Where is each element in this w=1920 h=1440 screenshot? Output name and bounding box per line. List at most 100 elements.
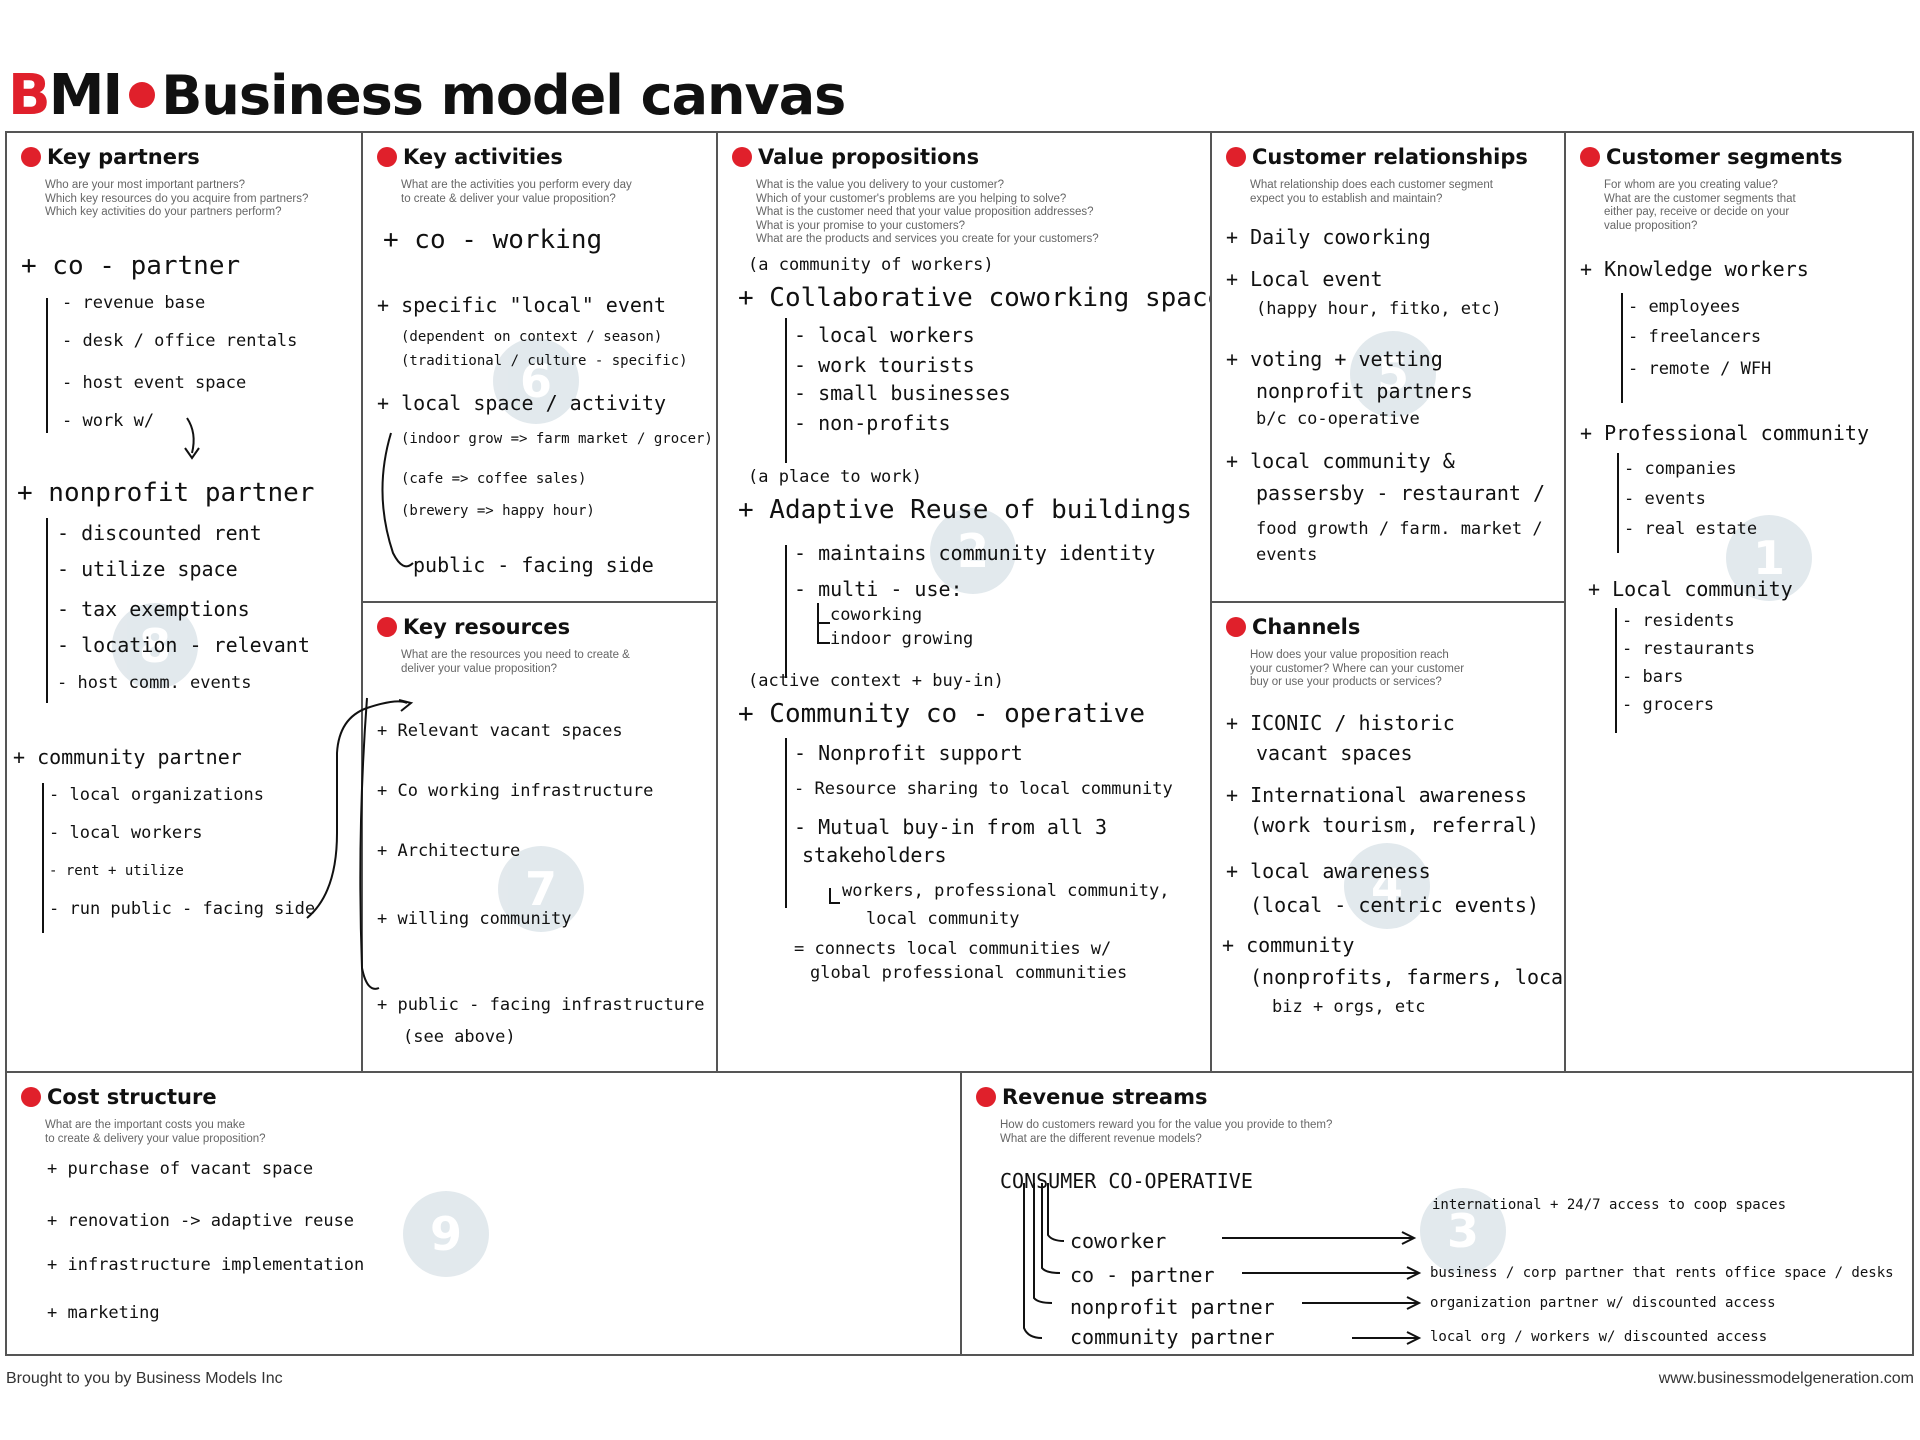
handwritten-note: local org / workers w/ discounted access <box>1430 1329 1768 1345</box>
red-dot-icon <box>1580 147 1600 167</box>
revenue-streams-header: Revenue streams <box>976 1085 1208 1109</box>
handwritten-note: - bars <box>1622 667 1684 687</box>
handwritten-note: + Daily coworking <box>1226 225 1431 249</box>
customer-segments-prompt: For whom are you creating value?What are… <box>1604 179 1796 233</box>
handwritten-note: - grocers <box>1622 695 1715 715</box>
handwritten-note: B <box>8 62 51 128</box>
handwritten-note: passersby - restaurant / <box>1256 481 1545 505</box>
handwritten-note: global professional communities <box>810 963 1128 983</box>
handwritten-note: - desk / office rentals <box>62 331 298 351</box>
section-number-badge: 4 <box>1344 843 1430 929</box>
handwritten-note: + Collaborative coworking space <box>738 283 1212 313</box>
red-dot-icon <box>377 617 397 637</box>
handwritten-note: + International awareness <box>1226 783 1528 807</box>
handwritten-note: + local community & <box>1226 449 1455 473</box>
handwritten-note: Customer segments <box>1606 145 1843 169</box>
handwritten-note: For whom are you creating value? <box>1604 179 1778 191</box>
handwritten-note: + willing community <box>377 909 572 929</box>
key-partners-cell: Key partners Who are your most important… <box>7 133 363 1073</box>
section-number-badge: 8 <box>112 603 198 689</box>
handwritten-note: to create & delivery your value proposit… <box>45 1132 266 1145</box>
value-propositions-header: Value propositions <box>732 145 979 169</box>
handwritten-note: What is the value you delivery to your c… <box>756 179 1005 191</box>
value-propositions-prompt: What is the value you delivery to your c… <box>756 179 1099 247</box>
key-resources-cell: Key resources What are the resources you… <box>363 603 718 1073</box>
footer-right[interactable]: www.businessmodelgeneration.com <box>1658 1370 1914 1387</box>
handwritten-note: business / corp partner that rents offic… <box>1430 1265 1894 1281</box>
customer-relationships-header: Customer relationships <box>1226 145 1528 169</box>
handwritten-note: What is your promise to your customers? <box>756 219 965 232</box>
handwritten-note: + co - working <box>383 225 603 255</box>
handwritten-note: Value propositions <box>758 145 980 169</box>
section-number-badge: 1 <box>1726 515 1812 601</box>
handwritten-note: (a place to work) <box>748 467 922 487</box>
handwritten-note: (local - centric events) <box>1250 893 1539 917</box>
channels-header: Channels <box>1226 615 1360 639</box>
handwritten-note: Cost structure <box>47 1085 217 1109</box>
handwritten-note: + Local event <box>1226 267 1383 291</box>
handwritten-note: How does your value proposition reach <box>1250 649 1449 661</box>
handwritten-note: (traditional / culture - specific) <box>401 353 688 369</box>
section-number-badge: 6 <box>493 338 579 424</box>
handwritten-note: - local workers <box>49 823 203 843</box>
handwritten-note: b/c co-operative <box>1256 409 1420 429</box>
handwritten-note: Which key activities do your partners pe… <box>45 206 282 218</box>
handwritten-note: What are the important costs you make <box>45 1119 246 1131</box>
handwritten-note: Which of your customer's problems are yo… <box>756 192 1067 205</box>
handwritten-note: - small businesses <box>794 381 1011 405</box>
handwritten-note: - Mutual buy-in from all 3 <box>794 815 1108 839</box>
value-propositions-cell: Value propositions What is the value you… <box>718 133 1212 1073</box>
handwritten-note: + specific "local" event <box>377 293 666 317</box>
handwritten-note: + Architecture <box>377 841 521 861</box>
handwritten-note: international + 24/7 access to coop spac… <box>1432 1197 1787 1213</box>
handwritten-note: indoor growing <box>830 629 974 649</box>
handwritten-note: + public - facing infrastructure <box>377 995 705 1015</box>
handwritten-note: co - partner <box>1070 1263 1215 1287</box>
handwritten-note: nonprofit partner <box>1070 1295 1275 1319</box>
handwritten-note: biz + orgs, etc <box>1272 997 1426 1017</box>
handwritten-note: + infrastructure implementation <box>47 1255 365 1275</box>
handwritten-note: + Adaptive Reuse of buildings <box>738 495 1192 525</box>
key-partners-header: Key partners <box>21 145 200 169</box>
section-number-badge: 9 <box>403 1191 489 1277</box>
handwritten-note: - multi - use: <box>794 577 963 601</box>
handwritten-note: expect you to establish and maintain? <box>1250 192 1443 205</box>
red-dot-icon <box>377 147 397 167</box>
revenue-streams-cell: Revenue streams How do customers reward … <box>962 1073 1912 1354</box>
handwritten-note: - non-profits <box>794 411 951 435</box>
page-title: Business model canvas <box>161 63 846 127</box>
red-dot-icon <box>1226 617 1246 637</box>
cost-structure-cell: Cost structure What are the important co… <box>7 1073 962 1354</box>
handwritten-note: - rent + utilize <box>49 863 184 879</box>
handwritten-note: Key resources <box>403 615 571 639</box>
handwritten-note: + marketing <box>47 1303 160 1323</box>
handwritten-note: + Professional community <box>1580 421 1869 445</box>
footer-left: Brought to you by Business Models Inc <box>6 1370 283 1387</box>
handwritten-note: - Nonprofit support <box>794 741 1023 765</box>
customer-segments-cell: Customer segments For whom are you creat… <box>1566 133 1912 1073</box>
revenue-streams-prompt: How do customers reward you for the valu… <box>1000 1119 1332 1146</box>
section-number-badge: 5 <box>1350 331 1436 417</box>
handwritten-note: - utilize space <box>57 557 238 581</box>
handwritten-note: (cafe => coffee sales) <box>401 471 587 487</box>
red-dot-icon <box>732 147 752 167</box>
handwritten-note: either pay, receive or decide on your <box>1604 206 1790 218</box>
handwritten-note: (indoor grow => farm market / grocer) <box>401 431 713 447</box>
handwritten-note: your customer? Where can your customer <box>1250 662 1465 675</box>
handwritten-note: What are the different revenue models? <box>1000 1132 1202 1145</box>
red-dot-icon <box>976 1087 996 1107</box>
handwritten-note: - events <box>1624 489 1706 509</box>
key-activities-prompt: What are the activities you perform ever… <box>401 179 632 206</box>
handwritten-note: + community partner <box>13 745 242 769</box>
handwritten-note: - employees <box>1628 297 1741 317</box>
section-number-badge: 2 <box>930 508 1016 594</box>
handwritten-note: - location - relevant <box>57 633 310 657</box>
section-number-badge: 7 <box>498 846 584 932</box>
key-resources-prompt: What are the resources you need to creat… <box>401 649 630 676</box>
handwritten-note: CONSUMER CO-OPERATIVE <box>1000 1169 1253 1193</box>
canvas-grid: Key partners Who are your most important… <box>5 131 1914 1356</box>
handwritten-note: + Community co - operative <box>738 699 1145 729</box>
